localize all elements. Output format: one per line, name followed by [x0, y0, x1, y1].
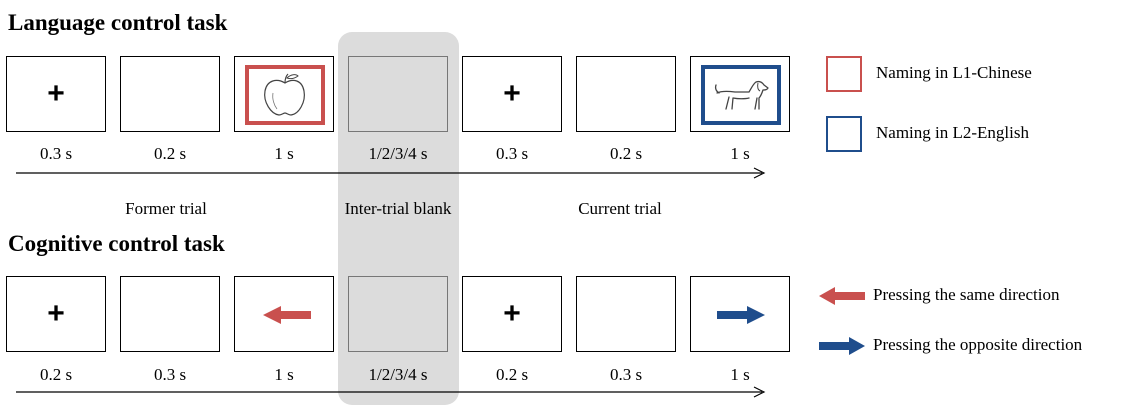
time-arrow-icon: [16, 386, 766, 398]
right-arrow-icon: [717, 306, 765, 324]
duration-label: 1 s: [730, 144, 750, 163]
cognitive-frame-fixation-former: +: [6, 276, 106, 352]
language-task-title: Language control task: [8, 10, 228, 35]
duration-label: 0.2 s: [495, 365, 529, 384]
language-frame-stimulus-former: [234, 56, 334, 132]
left-arrow-icon: [263, 306, 311, 324]
fixation-cross: +: [503, 77, 521, 110]
phase-inter-trial-blank: Inter-trial blank: [344, 199, 452, 218]
legend-red-box: [826, 56, 862, 92]
duration-label: 0.2 s: [609, 144, 643, 163]
legend-l1-label: Naming in L1-Chinese: [876, 63, 1032, 82]
phase-former-trial: Former trial: [125, 199, 207, 218]
language-time-axis: [16, 166, 768, 180]
dog-icon: [714, 80, 769, 110]
language-frame-blank-former: [120, 56, 220, 132]
duration-label: 1 s: [274, 365, 294, 384]
legend-opposite-direction-label: Pressing the opposite direction: [873, 335, 1083, 354]
language-frame-stimulus-current: [690, 56, 790, 132]
duration-label: 0.3 s: [495, 144, 529, 163]
duration-label: 1/2/3/4 s: [368, 365, 428, 384]
legend-blue-right-arrow-icon: [819, 337, 865, 355]
cognitive-frame-inter-trial-blank: [348, 276, 448, 352]
cognitive-frame-stimulus-former: [234, 276, 334, 352]
cognitive-time-axis: [16, 385, 768, 399]
duration-label: 0.2 s: [39, 365, 73, 384]
duration-label: 0.3 s: [153, 365, 187, 384]
fixation-cross: +: [47, 77, 65, 110]
cognitive-frame-stimulus-current: [690, 276, 790, 352]
legend-red-left-arrow-icon: [819, 287, 865, 305]
language-frame-fixation-former: +: [6, 56, 106, 132]
duration-label: 0.3 s: [609, 365, 643, 384]
cognitive-frame-fixation-current: +: [462, 276, 562, 352]
legend-l2-label: Naming in L2-English: [876, 123, 1029, 142]
fixation-cross: +: [47, 297, 65, 330]
legend-blue-box: [826, 116, 862, 152]
cognitive-task-title: Cognitive control task: [8, 231, 225, 256]
duration-label: 1/2/3/4 s: [368, 144, 428, 163]
duration-label: 0.3 s: [39, 144, 73, 163]
apple-icon: [264, 73, 305, 116]
duration-label: 1 s: [730, 365, 750, 384]
duration-label: 0.2 s: [153, 144, 187, 163]
fixation-cross: +: [503, 297, 521, 330]
cognitive-frame-blank-former: [120, 276, 220, 352]
legend-same-direction-label: Pressing the same direction: [873, 285, 1060, 304]
l1-cue-frame: [245, 65, 325, 125]
time-arrow-icon: [16, 167, 766, 179]
phase-current-trial: Current trial: [578, 199, 662, 218]
language-frame-fixation-current: +: [462, 56, 562, 132]
l2-cue-frame: [701, 65, 781, 125]
duration-label: 1 s: [274, 144, 294, 163]
language-frame-blank-current: [576, 56, 676, 132]
cognitive-frame-blank-current: [576, 276, 676, 352]
language-frame-inter-trial-blank: [348, 56, 448, 132]
